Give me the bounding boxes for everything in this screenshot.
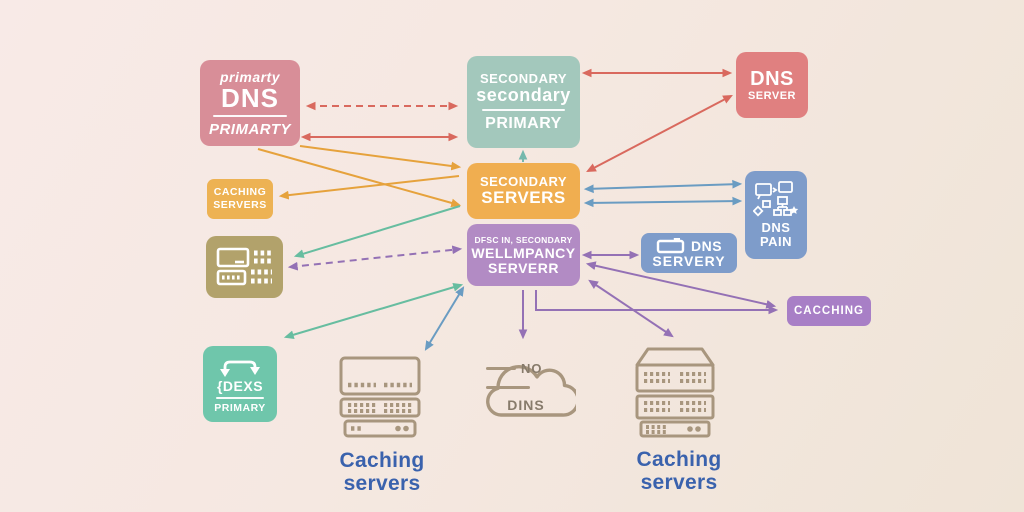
arrow-wellmpancy-rightstack xyxy=(588,279,674,338)
arrow-green-dexs-wellmpancy xyxy=(283,282,464,340)
dns-servery-line2: SERVERY xyxy=(652,252,726,269)
divider xyxy=(213,114,287,117)
server-stack-icon xyxy=(635,347,715,438)
node-secondary-servers: SECONDARY SERVERS xyxy=(467,163,580,219)
node-caching-servers-badge: CACHING SERVERS xyxy=(207,179,273,219)
wellmpancy-top-label: DFSC IN, SECONDARY xyxy=(474,234,573,245)
node-secondary: SECONDARY secondary PRIMARY xyxy=(467,56,580,148)
caching-right-line2: servers xyxy=(640,471,718,495)
dns-pain-line1: DNS xyxy=(761,219,791,235)
node-dns-server: DNS SERVER xyxy=(736,52,808,118)
cacching-label: CACCHING xyxy=(794,305,864,317)
arrow-green-to-olive xyxy=(293,205,461,258)
node-dexs-primary: {DEXS PRIMARY xyxy=(203,346,277,422)
caching-servers-left-label: Caching servers xyxy=(317,449,447,495)
caching-servers-right-label: Caching servers xyxy=(614,448,744,494)
divider xyxy=(216,396,264,399)
dns-server-title: DNS xyxy=(750,67,794,90)
arrow-olive-wellmpancy-dashed xyxy=(287,245,463,271)
divider xyxy=(481,109,566,112)
secondary-top-label: SECONDARY xyxy=(479,70,568,86)
network-devices-icon xyxy=(753,180,799,217)
wellmpancy-sub: SERVERR xyxy=(488,259,559,276)
dns-server-sub: SERVER xyxy=(747,89,797,102)
arrow-wellmpancy-cacching-elbow xyxy=(535,290,779,315)
redacted-line xyxy=(486,367,516,370)
server-icon xyxy=(656,237,685,253)
primary-dns-bottom-label: PRIMARTY xyxy=(208,120,292,138)
caching-badge-line1: CACHING xyxy=(213,185,267,198)
node-dns-pain: DNS PAIN xyxy=(745,171,807,259)
caching-badge-line2: SERVERS xyxy=(213,199,267,211)
secondary-mid-label: secondary xyxy=(476,84,571,105)
arrow-wellmpancy-cacching xyxy=(585,261,777,309)
arrow-secservers-dnsserver xyxy=(586,94,733,173)
secondary-servers-line1: SECONDARY xyxy=(479,173,568,189)
bracket-arrows-icon xyxy=(220,360,260,377)
secondary-servers-line2: SERVERS xyxy=(481,188,566,208)
caching-left-line1: Caching xyxy=(339,449,425,472)
dns-pain-line2: PAIN xyxy=(759,234,793,249)
node-dns-servery: DNS SERVERY xyxy=(641,233,737,273)
node-wellmpancy-server: DFSC IN, SECONDARY WELLMPANCY SERVERR xyxy=(467,224,580,286)
arrow-secservers-dnspain-1 xyxy=(583,179,743,194)
dexs-title: {DEXS xyxy=(216,377,264,394)
arrow-wellmpancy-leftstack xyxy=(424,286,465,351)
server-rack-icon xyxy=(216,247,272,286)
node-no-dins-cloud: NO DINS xyxy=(474,346,580,430)
redacted-line xyxy=(486,386,530,389)
cloud-line1: NO xyxy=(521,361,543,376)
node-cacching-badge: CACCHING xyxy=(787,296,871,326)
arrow-secservers-to-caching xyxy=(278,175,460,200)
node-olive-devices xyxy=(206,236,283,298)
dexs-sub: PRIMARY xyxy=(214,401,266,414)
caching-right-line1: Caching xyxy=(636,448,722,471)
arrow-primary-to-wellmpancy xyxy=(257,148,462,208)
primary-dns-title: DNS xyxy=(221,82,279,113)
arrow-secservers-dnspain-2 xyxy=(583,196,743,208)
server-stack-icon xyxy=(339,356,421,438)
arrow-primary-to-secservers xyxy=(299,145,462,171)
caching-left-line2: servers xyxy=(343,472,421,496)
dns-servery-line1: DNS xyxy=(690,237,723,254)
node-primary-dns: primarty DNS PRIMARTY xyxy=(200,60,300,146)
cloud-line2: DINS xyxy=(507,397,545,413)
wellmpancy-title: WELLMPANCY xyxy=(471,244,576,261)
secondary-bottom-label: PRIMARY xyxy=(485,115,562,133)
primary-dns-top-label: primarty xyxy=(219,68,281,85)
